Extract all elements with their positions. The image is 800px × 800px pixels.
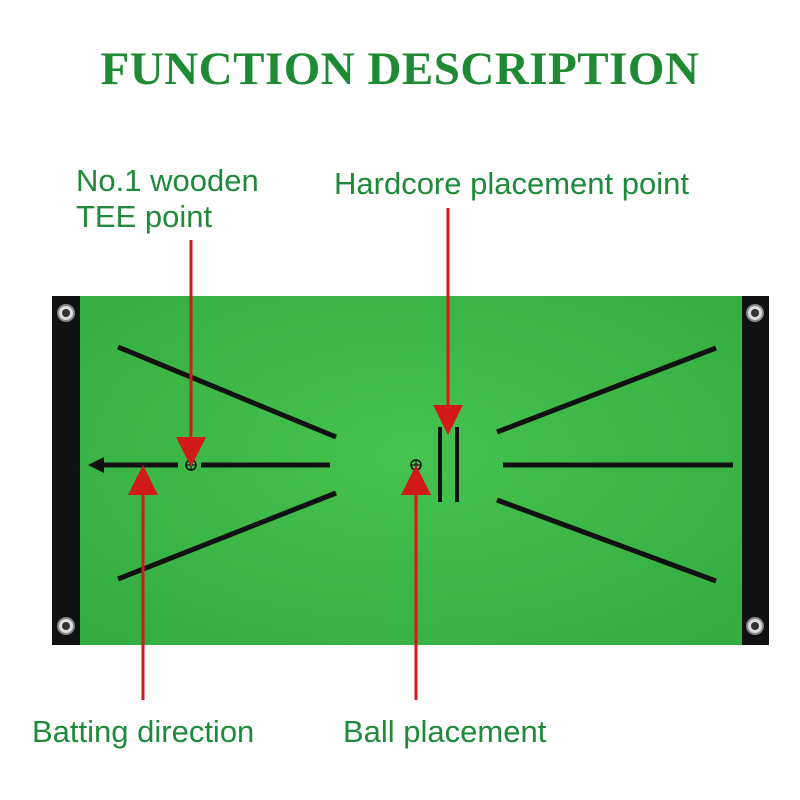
page-title: FUNCTION DESCRIPTION xyxy=(100,43,700,95)
guide-line xyxy=(117,344,337,440)
crosshair-circle-icon xyxy=(410,459,422,471)
pointer-arrows xyxy=(128,208,463,700)
batting-direction-label: Batting direction xyxy=(32,714,255,749)
tee-point-label: No.1 wooden TEE point xyxy=(76,163,259,235)
grommet-icon xyxy=(746,617,764,635)
arrow-left-icon xyxy=(88,457,104,473)
grommet-icon xyxy=(57,617,75,635)
grommet-icon xyxy=(57,304,75,322)
grommet-icon xyxy=(746,304,764,322)
tee-point-label-line1: No.1 wooden xyxy=(76,163,259,198)
ball-placement-label: Ball placement xyxy=(343,714,547,749)
guide-line xyxy=(117,490,337,582)
practice-mat xyxy=(52,296,769,645)
crosshair-circle-icon xyxy=(185,459,197,471)
hardcore-marks xyxy=(438,427,459,502)
mat-turf xyxy=(80,296,742,645)
tee-point-label-line2: TEE point xyxy=(76,199,213,234)
hardcore-placement-label: Hardcore placement point xyxy=(334,166,689,201)
right-guide-lines xyxy=(496,345,733,584)
guide-line xyxy=(496,497,717,584)
guide-line xyxy=(496,345,717,435)
